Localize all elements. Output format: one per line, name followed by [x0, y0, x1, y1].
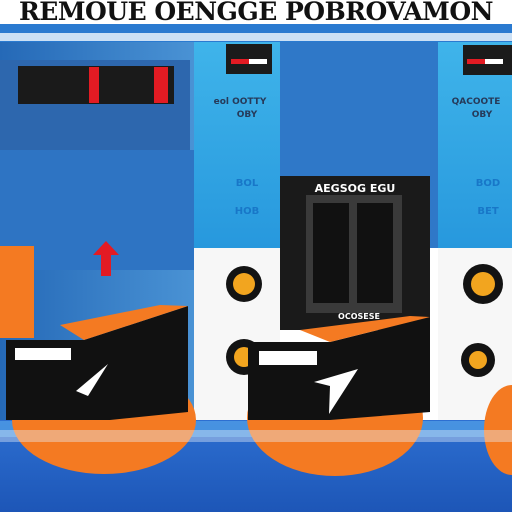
title-banner — [0, 0, 512, 24]
center-rack-right — [357, 203, 393, 303]
center-conveyor-label-plate — [259, 351, 317, 365]
center-bottom-label: OCOSESE — [338, 312, 380, 321]
center-cabinet-label: AEGSOG EGU — [315, 182, 396, 195]
center-arrow-icon — [314, 369, 358, 414]
left-tower-label-line2: OBY — [237, 110, 258, 120]
right-lower-gauge-center — [469, 351, 487, 369]
left-conveyor-top — [60, 305, 188, 340]
right-control-tower — [438, 42, 512, 248]
left-status-white — [249, 59, 267, 64]
floor-reflection — [0, 430, 512, 442]
right-code-line2: BET — [477, 206, 498, 217]
left-conveyor-body — [6, 306, 188, 420]
left-code-line2: HOB — [235, 206, 260, 217]
top-highlight — [0, 33, 512, 41]
left-code-line1: BOL — [236, 178, 259, 189]
left-gauge-center — [233, 273, 255, 295]
right-tower-label-line2: OBY — [472, 110, 493, 120]
left-arrow-icon — [76, 364, 108, 396]
title-text: REMOUE OENGGE POBROVAMON — [19, 0, 493, 26]
left-red-light-2 — [154, 67, 168, 103]
left-red-light-1 — [89, 67, 99, 103]
left-control-tower — [194, 42, 280, 248]
right-code-line1: BOD — [476, 178, 500, 189]
left-status-red — [231, 59, 249, 64]
right-orange-wheel — [484, 385, 512, 475]
left-conveyor-label-plate — [15, 348, 71, 360]
left-tower-label-line1: eol OOTTY — [214, 97, 267, 107]
left-orange-box — [0, 246, 34, 338]
right-status-white — [485, 59, 503, 64]
center-conveyor-body — [248, 317, 430, 420]
center-rack-left — [313, 203, 349, 303]
center-conveyor-top — [300, 316, 430, 342]
right-status-red — [467, 59, 485, 64]
right-gauge-center — [471, 272, 495, 296]
up-arrow-icon — [93, 241, 119, 276]
right-tower-label-line1: QACOOTE — [452, 97, 501, 107]
